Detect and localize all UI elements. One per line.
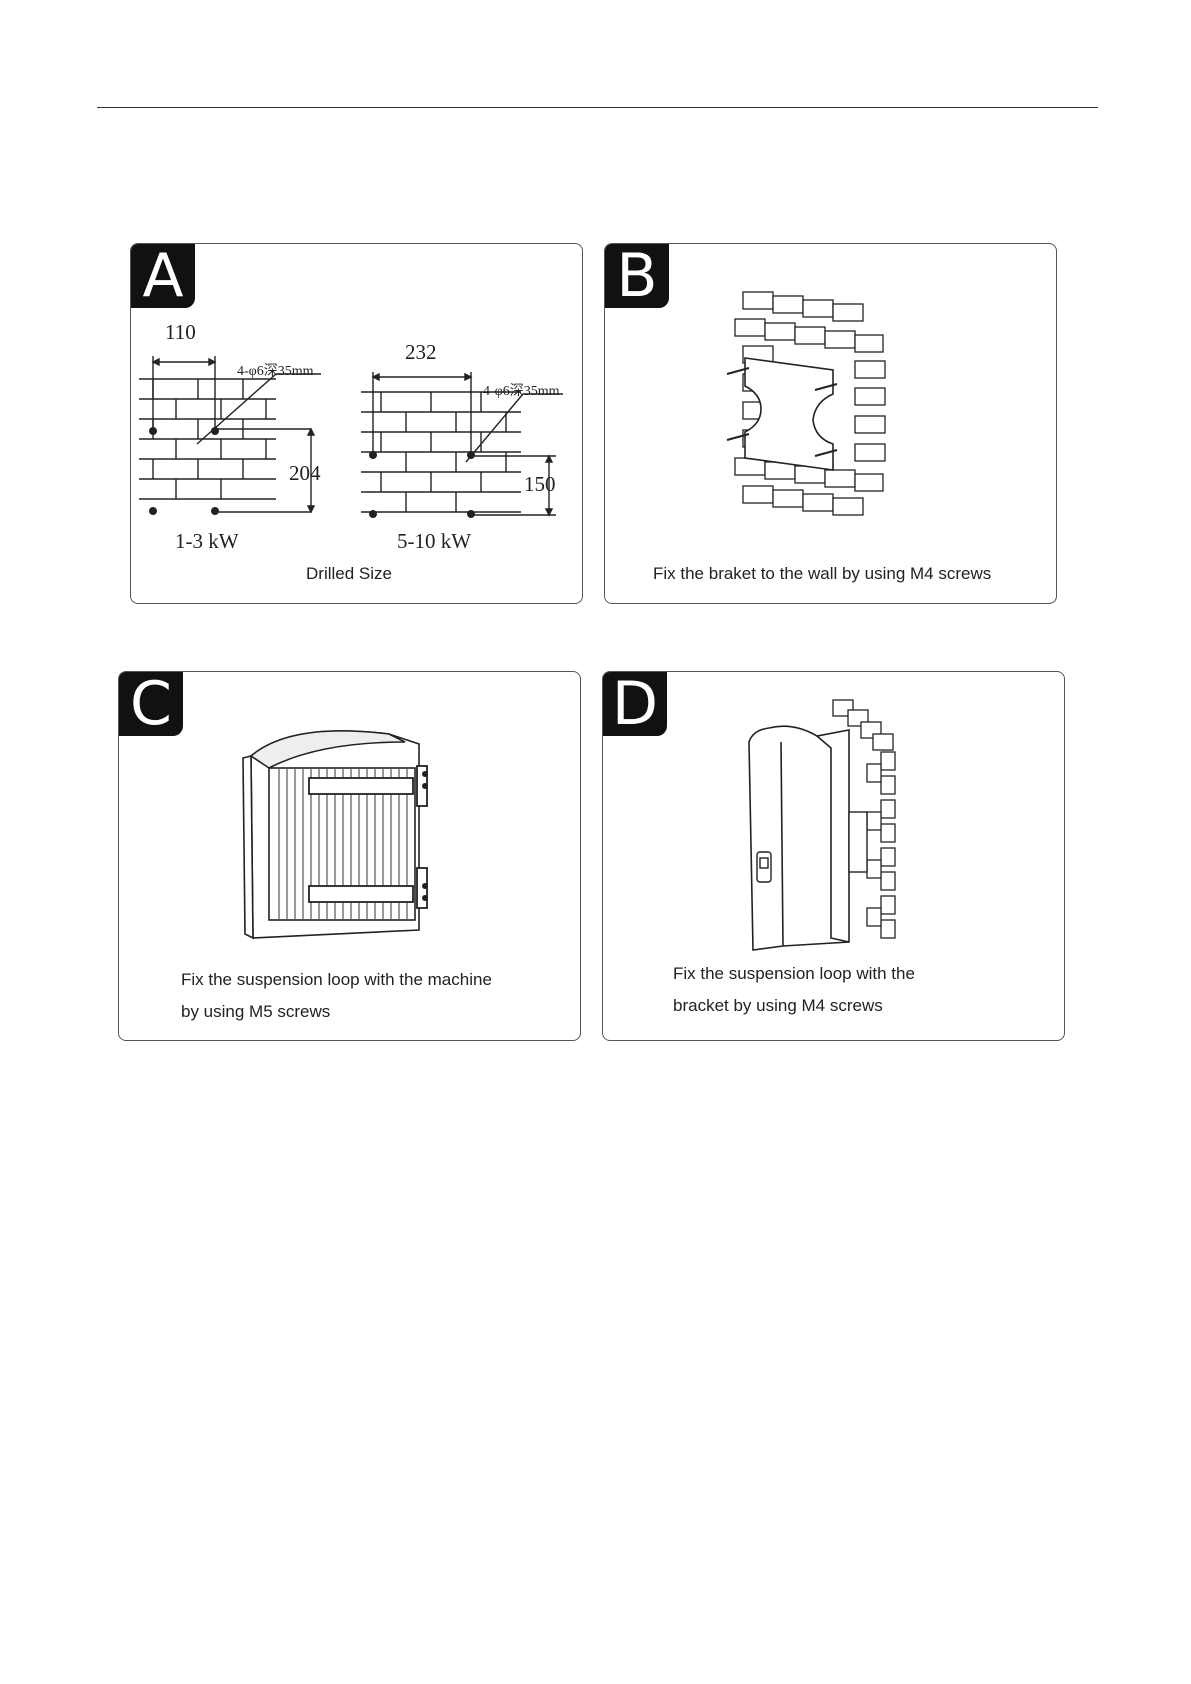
hole-spec-small-label: 4-φ6深35mm bbox=[237, 360, 314, 380]
panel-b-fix-bracket: B Fix the braket to the wall by using M4… bbox=[604, 243, 1057, 604]
panel-d-caption-line1: Fix the suspension loop with the bbox=[673, 958, 915, 990]
panel-b-caption: Fix the braket to the wall by using M4 s… bbox=[653, 558, 991, 590]
brick-wall-large-icon bbox=[361, 392, 521, 512]
panel-a-drilled-size: A 110 4-φ6深35mm 204 1-3 kW 232 4-φ6深35mm… bbox=[130, 243, 583, 604]
panel-d-fix-loop-bracket: D Fix the suspension loop with the brack… bbox=[602, 671, 1065, 1041]
hole-spec-large-label: 4-φ6深35mm bbox=[483, 380, 560, 400]
inverter-back-icon bbox=[243, 731, 419, 938]
power-small-label: 1-3 kW bbox=[175, 529, 239, 554]
suspension-loop-icon bbox=[849, 812, 867, 872]
panel-d-label: D bbox=[603, 672, 667, 736]
panel-a-label: A bbox=[131, 244, 195, 308]
bracket-wall-diagram bbox=[605, 244, 1056, 603]
panel-c-caption-line2: by using M5 screws bbox=[181, 996, 330, 1028]
panel-a-caption: Drilled Size bbox=[306, 558, 392, 590]
panel-c-fix-loop-machine: C Fix the suspension loop with the machi… bbox=[118, 671, 581, 1041]
display-window-icon bbox=[757, 852, 771, 882]
dim-110-label: 110 bbox=[165, 320, 196, 345]
panel-c-caption-line1: Fix the suspension loop with the machine bbox=[181, 964, 492, 996]
dim-232-label: 232 bbox=[405, 340, 437, 365]
header-rule bbox=[97, 107, 1098, 108]
power-large-label: 5-10 kW bbox=[397, 529, 471, 554]
inverter-side-icon bbox=[749, 726, 849, 950]
panel-c-label: C bbox=[119, 672, 183, 736]
brick-wall-small-icon bbox=[139, 379, 276, 499]
dim-204-label: 204 bbox=[289, 461, 321, 486]
dim-150-label: 150 bbox=[524, 472, 556, 497]
panel-b-label: B bbox=[605, 244, 669, 308]
panel-d-caption-line2: bracket by using M4 screws bbox=[673, 990, 883, 1022]
